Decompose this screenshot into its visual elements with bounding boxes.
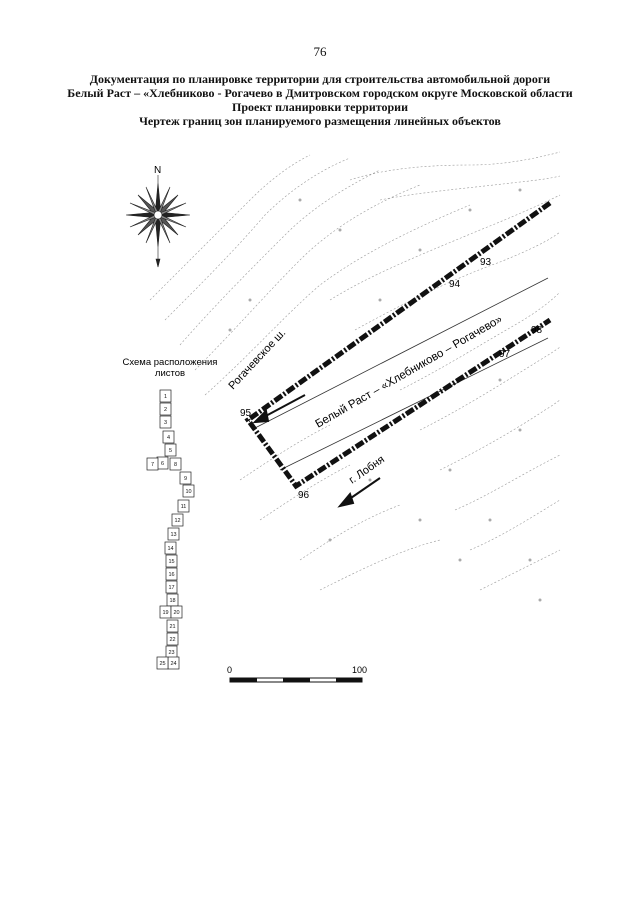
page-number: 76	[313, 44, 327, 59]
sheet-label: 4	[167, 435, 170, 441]
point-label-96: 96	[298, 490, 310, 501]
sheet-label: 1	[164, 394, 167, 400]
sheet-label: 15	[168, 559, 174, 565]
sheet-box	[165, 554, 178, 568]
sheet-label: 13	[170, 532, 176, 538]
sheet-label: 9	[184, 476, 187, 482]
sheet-label: 14	[167, 546, 173, 552]
sheet-label: 21	[169, 624, 175, 630]
title-line-2: Белый Раст – «Хлебниково - Рогачево в Дм…	[67, 86, 573, 100]
sheet-box	[159, 389, 172, 403]
zone-boundary	[244, 200, 552, 490]
direction-arrows	[252, 394, 381, 508]
sheet-box	[167, 527, 180, 541]
sheet-box	[156, 656, 169, 670]
sheet-box	[165, 580, 178, 594]
sheet-label: 20	[173, 610, 179, 616]
sheet-box	[164, 443, 177, 457]
point-label-95: 95	[240, 408, 252, 419]
sheet-label: 25	[159, 661, 165, 667]
sheet-label: 8	[174, 462, 177, 468]
title-line-4: Чертеж границ зон планируемого размещени…	[139, 114, 501, 128]
title-line-1: Документация по планировке территории дл…	[89, 72, 551, 86]
survey-marks	[228, 188, 542, 602]
sheet-label: 16	[168, 572, 174, 578]
sheet-label: 24	[170, 661, 176, 667]
point-label-97: 97	[499, 349, 511, 360]
sheet-box	[169, 457, 182, 471]
sheet-box	[177, 499, 190, 513]
document-title: Документация по планировке территории дл…	[20, 72, 620, 128]
sheet-label: 3	[164, 420, 167, 426]
sheet-box	[159, 415, 172, 429]
sheet-label: 10	[185, 489, 191, 495]
compass-rose-icon: N	[125, 165, 191, 268]
scale-end-label: 100	[352, 665, 367, 675]
sheet-label: 22	[169, 637, 175, 643]
sheet-label: 18	[169, 598, 175, 604]
sheet-box	[182, 484, 195, 498]
sheet-label: 17	[168, 585, 174, 591]
scale-start-label: 0	[227, 665, 232, 675]
sheet-label: 12	[174, 518, 180, 524]
sheet-box	[179, 471, 192, 485]
scale-bar: 0 100	[227, 665, 367, 683]
point-label-93: 93	[480, 257, 492, 268]
sheet-box	[146, 457, 159, 471]
point-label-94: 94	[449, 279, 461, 290]
title-line-3: Проект планировки территории	[231, 100, 409, 114]
sheet-box	[159, 402, 172, 416]
lobnya-label: г. Лобня	[347, 453, 387, 486]
sheet-box	[171, 513, 184, 527]
sheet-label: 23	[168, 650, 174, 656]
sheet-label: 19	[162, 610, 168, 616]
sheet-label: 7	[151, 462, 154, 468]
sheet-box	[170, 605, 183, 619]
sheet-box	[166, 632, 179, 646]
rogachevskoe-label: Рогачевское ш.	[226, 327, 288, 392]
sheet-label: 2	[164, 407, 167, 413]
sheet-box	[166, 619, 179, 633]
sheet-label: 5	[169, 448, 172, 454]
schema-title-line1: Схема расположения	[123, 357, 218, 368]
sheet-box	[162, 430, 175, 444]
sheet-box	[165, 567, 178, 581]
sheet-label: 6	[161, 461, 164, 467]
north-label: N	[154, 165, 161, 176]
sheet-box	[164, 541, 177, 555]
road-centerlines	[254, 277, 549, 471]
sheet-label: 11	[181, 504, 187, 510]
contour-lines	[149, 151, 561, 591]
schema-title-line2: листов	[155, 368, 185, 379]
point-label-98: 98	[531, 325, 543, 336]
